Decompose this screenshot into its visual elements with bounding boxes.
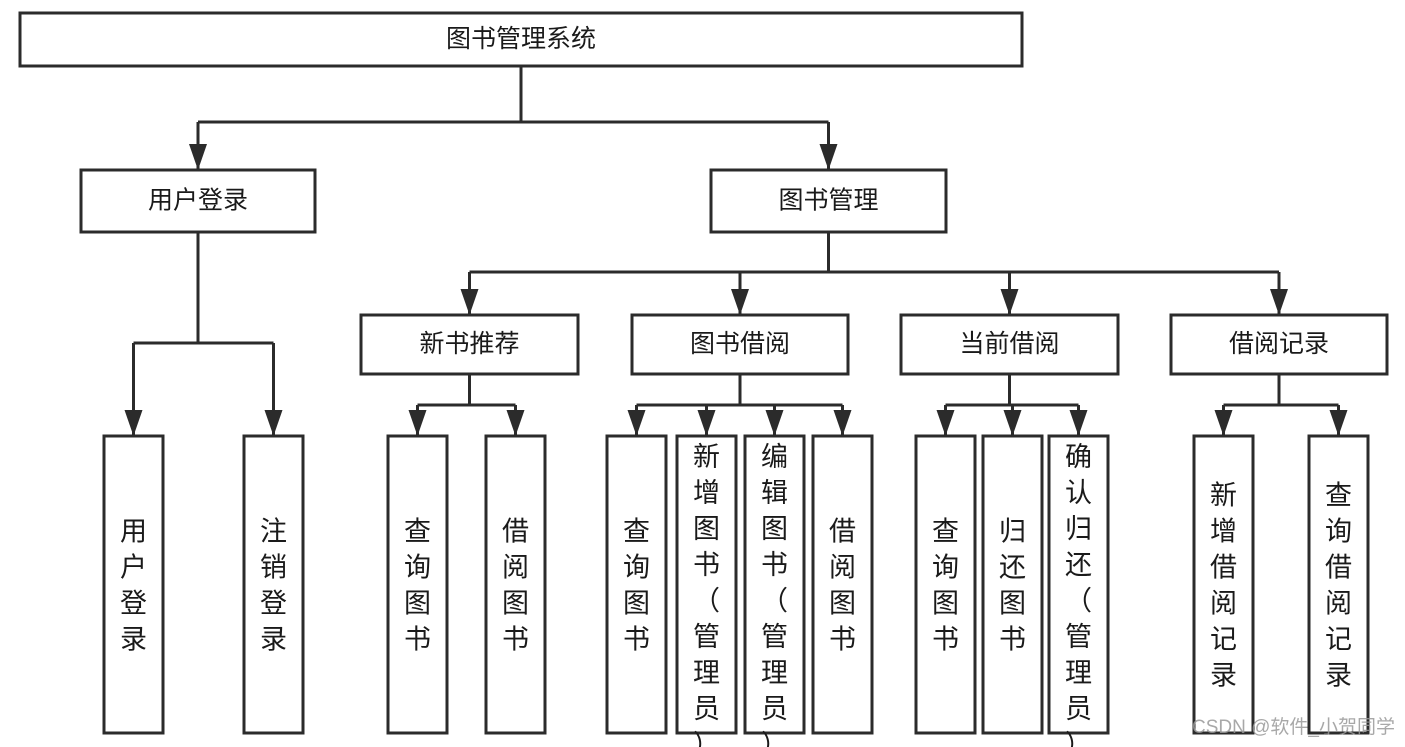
leaf-node-11[interactable]: 确认归还（管理员） <box>1047 434 1110 747</box>
leaf-node-box[interactable] <box>743 434 806 735</box>
leaf-node-box[interactable] <box>1307 434 1370 735</box>
leaf-node-9[interactable]: 查询图书 <box>914 434 977 735</box>
leaf-node-label: 借阅图书 <box>829 517 856 655</box>
leaf-node-13[interactable]: 查询借阅记录 <box>1307 434 1370 735</box>
leaf-node-label: 借阅图书 <box>502 517 529 655</box>
leaf-node-8[interactable]: 借阅图书 <box>811 434 874 735</box>
level3-node-box[interactable] <box>630 313 850 376</box>
level3-node-label: 图书借阅 <box>690 330 790 358</box>
leaf-node-box[interactable] <box>1047 434 1110 735</box>
leaf-node-box[interactable] <box>484 434 547 735</box>
leaf-node-label: 查询借阅记录 <box>1325 481 1352 691</box>
leaf-node-1[interactable]: 用户登录 <box>102 434 165 735</box>
root-node-label: 图书管理系统 <box>446 25 596 53</box>
leaf-node-box[interactable] <box>1192 434 1255 735</box>
leaf-node-label: 查询图书 <box>932 517 959 655</box>
level3-node-2[interactable]: 图书借阅 <box>630 313 850 376</box>
level3-node-label: 新书推荐 <box>419 330 519 358</box>
arrow-head-icon <box>1003 410 1022 436</box>
leaf-node-label: 归还图书 <box>999 517 1026 655</box>
leaf-node-box[interactable] <box>981 434 1044 735</box>
leaf-node-box[interactable] <box>386 434 449 735</box>
leaf-node-box[interactable] <box>242 434 305 735</box>
arrow-head-icon <box>189 144 207 170</box>
arrow-head-icon <box>460 289 479 315</box>
arrow-head-icon <box>731 289 749 315</box>
arrow-head-icon <box>936 410 955 436</box>
level3-node-box[interactable] <box>1169 313 1389 376</box>
leaf-node-label: 新增图书（管理员） <box>693 442 720 747</box>
connector-layer <box>124 66 1348 436</box>
leaf-node-box[interactable] <box>605 434 668 735</box>
root-node-box[interactable] <box>18 11 1024 68</box>
leaf-node-2[interactable]: 注销登录 <box>242 434 305 735</box>
leaf-node-5[interactable]: 查询图书 <box>605 434 668 735</box>
arrow-head-icon <box>124 410 143 436</box>
leaf-node-label: 新增借阅记录 <box>1210 481 1237 691</box>
leaf-node-label: 查询图书 <box>404 517 431 655</box>
leaf-node-box[interactable] <box>102 434 165 735</box>
arrow-head-icon <box>1329 410 1348 436</box>
arrow-head-icon <box>627 410 646 436</box>
level3-node-box[interactable] <box>359 313 580 376</box>
level2-node-1[interactable]: 用户登录 <box>79 168 317 234</box>
leaf-node-4[interactable]: 借阅图书 <box>484 434 547 735</box>
leaf-node-box[interactable] <box>811 434 874 735</box>
arrow-head-icon <box>1270 289 1288 315</box>
arrow-head-icon <box>264 410 283 436</box>
level3-node-box[interactable] <box>899 313 1120 376</box>
root-node-1[interactable]: 图书管理系统 <box>18 11 1024 68</box>
level3-node-label: 当前借阅 <box>959 330 1059 358</box>
arrow-head-icon <box>1069 410 1088 436</box>
leaf-node-6[interactable]: 新增图书（管理员） <box>675 434 738 747</box>
level2-node-label: 用户登录 <box>148 187 248 215</box>
leaf-node-3[interactable]: 查询图书 <box>386 434 449 735</box>
arrow-head-icon <box>408 410 427 436</box>
leaf-node-label: 确认归还（管理员） <box>1065 442 1092 747</box>
level2-node-2[interactable]: 图书管理 <box>709 168 948 234</box>
arrow-head-icon <box>1214 410 1233 436</box>
level2-node-box[interactable] <box>79 168 317 234</box>
level3-node-label: 借阅记录 <box>1229 330 1329 358</box>
leaf-node-label: 用户登录 <box>120 517 147 655</box>
leaf-node-10[interactable]: 归还图书 <box>981 434 1044 735</box>
level3-node-4[interactable]: 借阅记录 <box>1169 313 1389 376</box>
arrow-head-icon <box>506 410 525 436</box>
leaf-node-label: 注销登录 <box>260 517 287 655</box>
leaf-node-box[interactable] <box>914 434 977 735</box>
arrow-head-icon <box>833 410 852 436</box>
level2-node-label: 图书管理 <box>778 187 878 215</box>
leaf-node-12[interactable]: 新增借阅记录 <box>1192 434 1255 735</box>
arrow-head-icon <box>765 410 784 436</box>
leaf-node-label: 查询图书 <box>623 517 650 655</box>
leaf-node-box[interactable] <box>675 434 738 735</box>
level3-node-3[interactable]: 当前借阅 <box>899 313 1120 376</box>
node-layer: 图书管理系统用户登录图书管理新书推荐图书借阅当前借阅借阅记录用户登录注销登录查询… <box>18 11 1389 747</box>
arrow-head-icon <box>819 144 838 170</box>
leaf-node-label: 编辑图书（管理员） <box>761 442 788 747</box>
leaf-node-7[interactable]: 编辑图书（管理员） <box>743 434 806 747</box>
arrow-head-icon <box>1000 289 1019 315</box>
arrow-head-icon <box>697 410 716 436</box>
level3-node-1[interactable]: 新书推荐 <box>359 313 580 376</box>
level2-node-box[interactable] <box>709 168 948 234</box>
